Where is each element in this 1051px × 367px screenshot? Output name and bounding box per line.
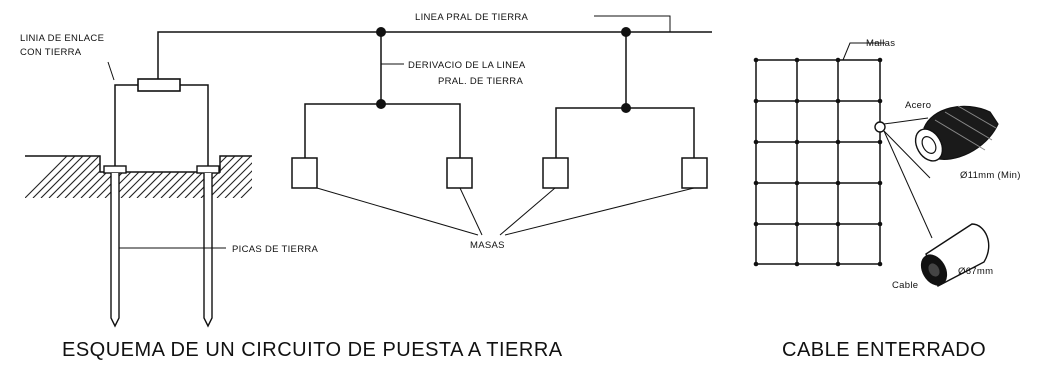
label-branch-2: PRAL. DE TIERRA bbox=[438, 76, 523, 87]
mass-box bbox=[446, 157, 473, 189]
ground-section bbox=[25, 155, 252, 198]
mass-box bbox=[681, 157, 708, 189]
masses bbox=[291, 157, 708, 189]
test-box bbox=[137, 78, 181, 92]
label-main-earth-line: LINEA PRAL DE TIERRA bbox=[415, 12, 529, 23]
caption-buried-cable: CABLE ENTERRADO bbox=[782, 339, 986, 361]
earth-link-circuit bbox=[114, 31, 712, 166]
ground-surface-line bbox=[25, 155, 252, 173]
leader-lines bbox=[107, 15, 695, 249]
label-branch-1: DERIVACIO DE LA LINEA bbox=[408, 60, 526, 71]
cable-detail bbox=[920, 223, 990, 287]
label-steel-diameter: Ø11mm (Min) bbox=[960, 170, 1021, 181]
detail-marker bbox=[874, 121, 886, 133]
caption-grounding-circuit: ESQUEMA DE UN CIRCUITO DE PUESTA A TIERR… bbox=[62, 339, 563, 361]
label-cable: Cable bbox=[892, 280, 918, 291]
label-mesh: Mallas bbox=[866, 38, 895, 49]
label-cable-diameter: Ø67mm bbox=[958, 266, 993, 277]
branch-left bbox=[304, 27, 461, 160]
label-steel: Acero bbox=[905, 100, 931, 111]
buried-mesh bbox=[753, 42, 933, 267]
branch-right bbox=[555, 27, 695, 160]
label-earth-link-1: LINIA DE ENLACE bbox=[20, 33, 104, 44]
ground-rod-left bbox=[103, 165, 127, 328]
ground-hatching bbox=[25, 156, 252, 198]
main-earth-line bbox=[157, 31, 712, 79]
label-masses: MASAS bbox=[470, 240, 505, 251]
label-ground-rods: PICAS DE TIERRA bbox=[232, 244, 319, 255]
label-earth-link-2: CON TIERRA bbox=[20, 47, 82, 58]
steel-strand-detail bbox=[914, 105, 999, 162]
mass-box bbox=[291, 157, 318, 189]
mass-box bbox=[542, 157, 569, 189]
